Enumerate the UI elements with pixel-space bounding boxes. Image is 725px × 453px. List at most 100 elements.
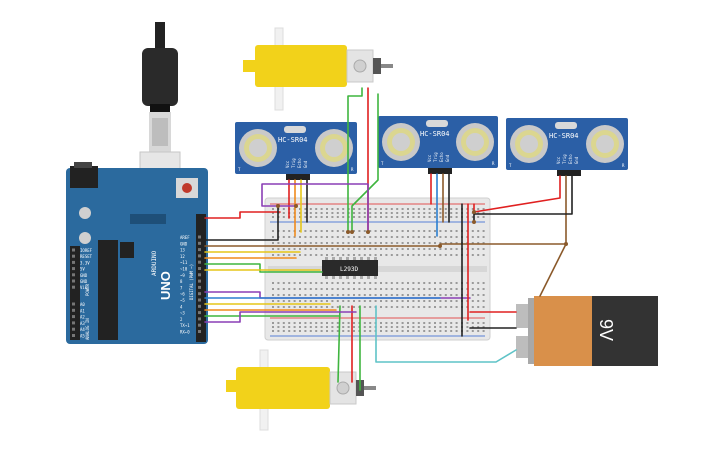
- arduino-pin[interactable]: [72, 273, 75, 277]
- chip-label: L293D: [340, 266, 358, 273]
- svg-text:Vcc: Vcc: [556, 156, 561, 164]
- arduino-pin[interactable]: [72, 285, 75, 289]
- ultrasonic-sensor-1: HC-SR04 T R Vcc Trig Echo Gnd: [235, 122, 357, 180]
- arduino-pin[interactable]: [72, 302, 75, 306]
- arduino-pin[interactable]: [198, 260, 201, 264]
- wire-purple-top-2: [295, 183, 369, 233]
- arduino-pin[interactable]: [72, 334, 75, 337]
- arduino-pin-label: 13: [180, 248, 185, 253]
- svg-text:T: T: [509, 163, 512, 168]
- arduino-pin[interactable]: [198, 317, 201, 321]
- svg-text:Vcc: Vcc: [285, 160, 290, 168]
- arduino-pin[interactable]: [198, 248, 201, 252]
- arduino-pin[interactable]: [198, 235, 201, 239]
- arduino-model-label: UNO: [158, 271, 173, 300]
- arduino-power-pin-label: RESET: [80, 254, 93, 259]
- l293d-chip: L293D: [322, 257, 378, 279]
- arduino-pin-label: ~5: [180, 298, 185, 303]
- svg-text:Gnd: Gnd: [303, 160, 308, 168]
- arduino-analog-pin-label: A1: [80, 308, 85, 313]
- arduino-power-pin-label: 5V: [80, 267, 85, 272]
- wire-junction: [366, 230, 370, 234]
- arduino-pin[interactable]: [72, 327, 75, 331]
- arduino-pin-label: 8: [180, 279, 183, 284]
- arduino-pin[interactable]: [198, 267, 201, 270]
- wire-d2: [204, 311, 357, 323]
- dc-motor-top: [243, 27, 393, 111]
- arduino-pin[interactable]: [72, 315, 75, 319]
- svg-text:Gnd: Gnd: [445, 154, 450, 162]
- svg-text:R: R: [622, 163, 625, 168]
- svg-text:R: R: [492, 161, 495, 166]
- arduino-power-pin-label: Vin: [80, 285, 88, 290]
- arduino-pin[interactable]: [198, 285, 201, 289]
- arduino-pin[interactable]: [198, 292, 201, 296]
- arduino-pin[interactable]: [72, 248, 75, 252]
- arduino-pin[interactable]: [198, 311, 201, 315]
- wire-junction: [346, 230, 350, 234]
- arduino-analog-pin-label: A0: [80, 302, 85, 307]
- arduino-pin-label: ~11: [180, 260, 188, 265]
- arduino-pin-label: ~9: [180, 273, 185, 278]
- arduino-pin[interactable]: [72, 267, 75, 271]
- arduino-uno-board: UNO ARDUINO DIGITAL (PWM ~) POWER ANALOG…: [66, 162, 208, 344]
- svg-text:Vcc: Vcc: [427, 154, 432, 162]
- battery-label: 9V: [596, 319, 616, 341]
- arduino-pin-label: 7: [180, 285, 183, 290]
- arduino-pin[interactable]: [198, 330, 201, 333]
- arduino-pin[interactable]: [198, 323, 201, 327]
- sensor-1-label: HC-SR04: [278, 136, 308, 144]
- arduino-pin-label: GND: [180, 241, 188, 246]
- wire-motor-bottom-green: [337, 305, 341, 383]
- arduino-pin[interactable]: [72, 321, 75, 325]
- sensor-2-label: HC-SR04: [420, 130, 450, 138]
- arduino-pin[interactable]: [72, 308, 75, 312]
- arduino-power-pin-label: 3.3V: [80, 260, 90, 265]
- arduino-pin[interactable]: [198, 298, 201, 302]
- arduino-pin[interactable]: [198, 254, 201, 258]
- arduino-pin[interactable]: [198, 304, 201, 308]
- dc-motor-bottom: [226, 349, 376, 431]
- svg-text:T: T: [238, 167, 241, 172]
- ultrasonic-sensor-2: HC-SR04 T R Vcc Trig Echo Gnd: [378, 116, 498, 174]
- wire-gnd: [204, 205, 279, 241]
- breadboard-holes: [272, 208, 485, 332]
- wire-junction: [350, 230, 354, 234]
- arduino-power-pin-label: GND: [80, 273, 88, 278]
- arduino-pin[interactable]: [198, 273, 201, 277]
- arduino-pin[interactable]: [72, 254, 75, 258]
- arduino-pin[interactable]: [198, 279, 201, 283]
- svg-text:R: R: [351, 167, 354, 172]
- arduino-pin-label: RX←0: [180, 330, 190, 335]
- wire-junction: [564, 242, 568, 246]
- arduino-power-pin-label: GND: [80, 279, 88, 284]
- battery-9v: 9V: [516, 296, 658, 366]
- wire-junction: [472, 220, 476, 224]
- arduino-pin-label: 12: [180, 254, 185, 259]
- arduino-power-pin-label: IOREF: [80, 248, 93, 253]
- arduino-pin-label: ~10: [180, 267, 188, 272]
- svg-text:Echo: Echo: [439, 152, 444, 162]
- arduino-pin[interactable]: [72, 279, 75, 283]
- arduino-analog-pin-label: A2: [80, 315, 85, 320]
- svg-text:T: T: [381, 161, 384, 166]
- svg-text:Trig: Trig: [433, 152, 438, 162]
- wire-motor-top-green-2: [351, 93, 379, 233]
- wire-motor-top-green: [347, 87, 363, 233]
- wire-junction: [472, 210, 476, 214]
- wires: [204, 87, 573, 391]
- svg-text:Echo: Echo: [297, 158, 302, 168]
- arduino-pin[interactable]: [72, 260, 75, 264]
- wire-5v: [204, 211, 281, 219]
- arduino-analog-pin-label: A3: [80, 321, 85, 326]
- arduino-pin[interactable]: [198, 241, 201, 245]
- wire-junction: [438, 244, 442, 248]
- usb-cable: [139, 22, 181, 193]
- wire-s3-echo-2: [539, 243, 567, 297]
- wire-junction: [294, 204, 298, 208]
- arduino-analog-pin-label: A4: [80, 327, 85, 332]
- wire-battery-cyan: [375, 305, 517, 363]
